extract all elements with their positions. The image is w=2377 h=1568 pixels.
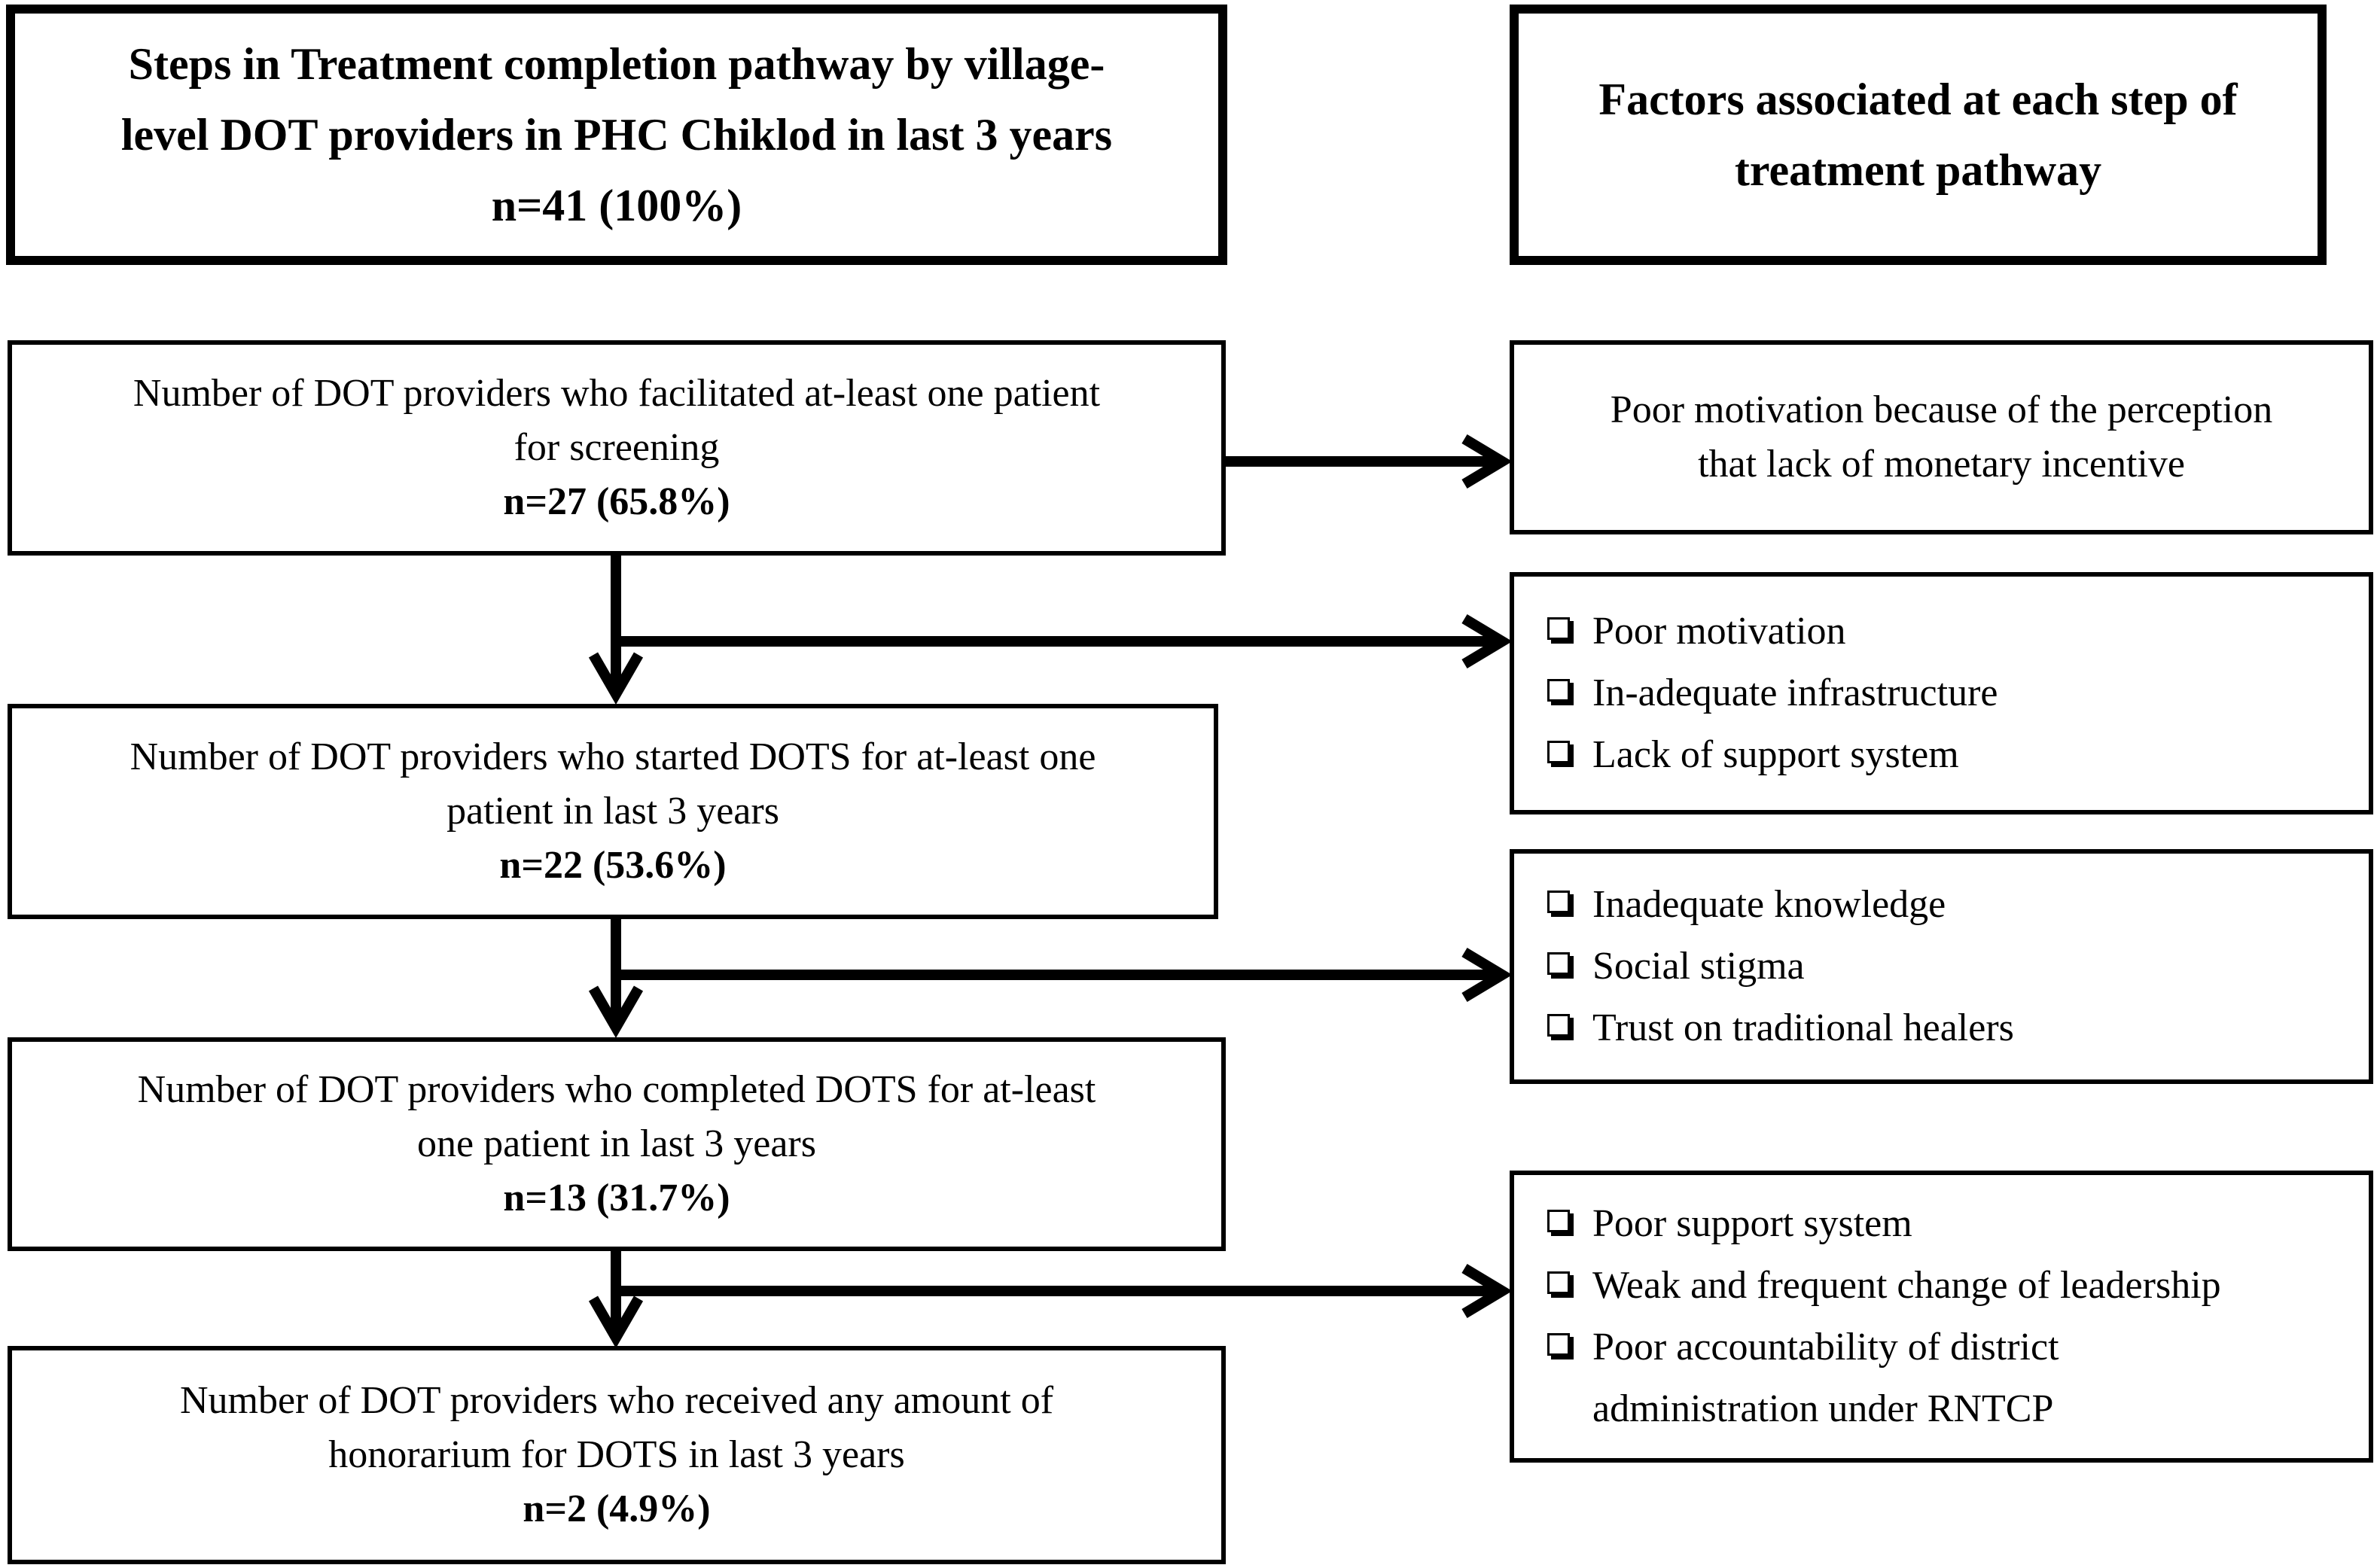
step-label-line-1: Number of DOT providers who completed DO… [137,1068,1096,1111]
checkbox-icon [1547,1271,1570,1294]
step-label-line-2: one patient in last 3 years [417,1122,816,1165]
factor-text-line-1: Poor motivation because of the perceptio… [1610,388,2273,431]
checkbox-icon [1547,741,1570,763]
arrowhead-icon [588,985,644,1039]
step-count: n=2 (4.9%) [523,1487,711,1530]
factor-box-4: Poor support system Weak and frequent ch… [1510,1171,2373,1463]
factor-item: Weak and frequent change of leadership [1544,1255,2369,1317]
factor-box-1: Poor motivation because of the perceptio… [1510,340,2373,534]
arrowhead-icon [588,652,644,705]
checkbox-icon [1547,1014,1570,1037]
checkbox-icon [1547,679,1570,702]
step-count: n=22 (53.6%) [499,844,727,887]
factors-header-line-1: Factors associated at each step of [1598,75,2238,124]
arrowhead-icon [1461,1263,1513,1319]
checkbox-icon [1547,952,1570,975]
arrowhead-icon [1461,434,1513,489]
factor-item-label: Inadequate knowledge [1592,883,1946,926]
factor-box-3: Inadequate knowledge Social stigma Trust… [1510,849,2373,1084]
step-count: n=27 (65.8%) [503,480,730,523]
factor-list: Poor support system Weak and frequent ch… [1514,1193,2369,1440]
factor-item: In-adequate infrastructure [1544,662,2369,724]
factor-item-label: Poor accountability of district [1592,1326,2059,1369]
step-label-line-2: patient in last 3 years [446,790,779,833]
step-box-completed-dots: Number of DOT providers who completed DO… [8,1037,1226,1251]
factor-list: Poor motivation In-adequate infrastructu… [1514,601,2369,786]
step-box-started-dots: Number of DOT providers who started DOTS… [8,704,1218,919]
factor-item-label: Social stigma [1592,945,1805,988]
checkbox-icon [1547,1333,1570,1356]
factor-item: Poor support system [1544,1193,2369,1255]
steps-header-line-2: level DOT providers in PHC Chiklod in la… [120,110,1113,160]
factors-header-line-2: treatment pathway [1734,145,2102,195]
checkbox-icon [1547,1210,1570,1232]
factor-box-2: Poor motivation In-adequate infrastructu… [1510,572,2373,814]
step-box-screening: Number of DOT providers who facilitated … [8,340,1226,556]
factor-item: Poor motivation [1544,601,2369,662]
factor-item-label: Trust on traditional healers [1592,1006,2014,1049]
steps-header-line-1: Steps in Treatment completion pathway by… [128,39,1105,89]
step-label-line-1: Number of DOT providers who started DOTS… [130,735,1096,778]
checkbox-icon [1547,891,1570,913]
factor-item-label: Weak and frequent change of leadership [1592,1264,2221,1307]
factor-item-label: In-adequate infrastructure [1592,671,1998,714]
checkbox-icon [1547,617,1570,640]
factor-item: Trust on traditional healers [1544,997,2369,1059]
step-label-line-2: honorarium for DOTS in last 3 years [328,1433,905,1476]
factor-item: Poor accountability of district [1544,1317,2369,1378]
step-label-line-1: Number of DOT providers who facilitated … [133,372,1101,415]
factor-item-label: Lack of support system [1592,733,1959,776]
factor-item-label: Poor support system [1592,1202,1912,1245]
step-label-line-1: Number of DOT providers who received any… [179,1379,1054,1422]
steps-header-line-3: n=41 (100%) [491,181,742,230]
factor-item: Lack of support system [1544,724,2369,786]
factor-item: Social stigma [1544,936,2369,997]
factor-text-line-2: that lack of monetary incentive [1698,443,2185,486]
arrowhead-icon [588,1296,644,1349]
step-count: n=13 (31.7%) [503,1177,730,1219]
arrowhead-icon [1461,613,1513,669]
step-box-honorarium: Number of DOT providers who received any… [8,1346,1226,1564]
factor-item-continuation: administration under RNTCP [1544,1378,2369,1440]
factor-list: Inadequate knowledge Social stigma Trust… [1514,874,2369,1059]
factor-item: Inadequate knowledge [1544,874,2369,936]
step-label-line-2: for screening [513,426,720,469]
steps-header-box: Steps in Treatment completion pathway by… [6,5,1227,265]
factor-item-label: Poor motivation [1592,610,1846,653]
arrowhead-icon [1461,947,1513,1003]
factors-header-box: Factors associated at each step of treat… [1510,5,2327,265]
factor-item-label: administration under RNTCP [1592,1387,2054,1430]
